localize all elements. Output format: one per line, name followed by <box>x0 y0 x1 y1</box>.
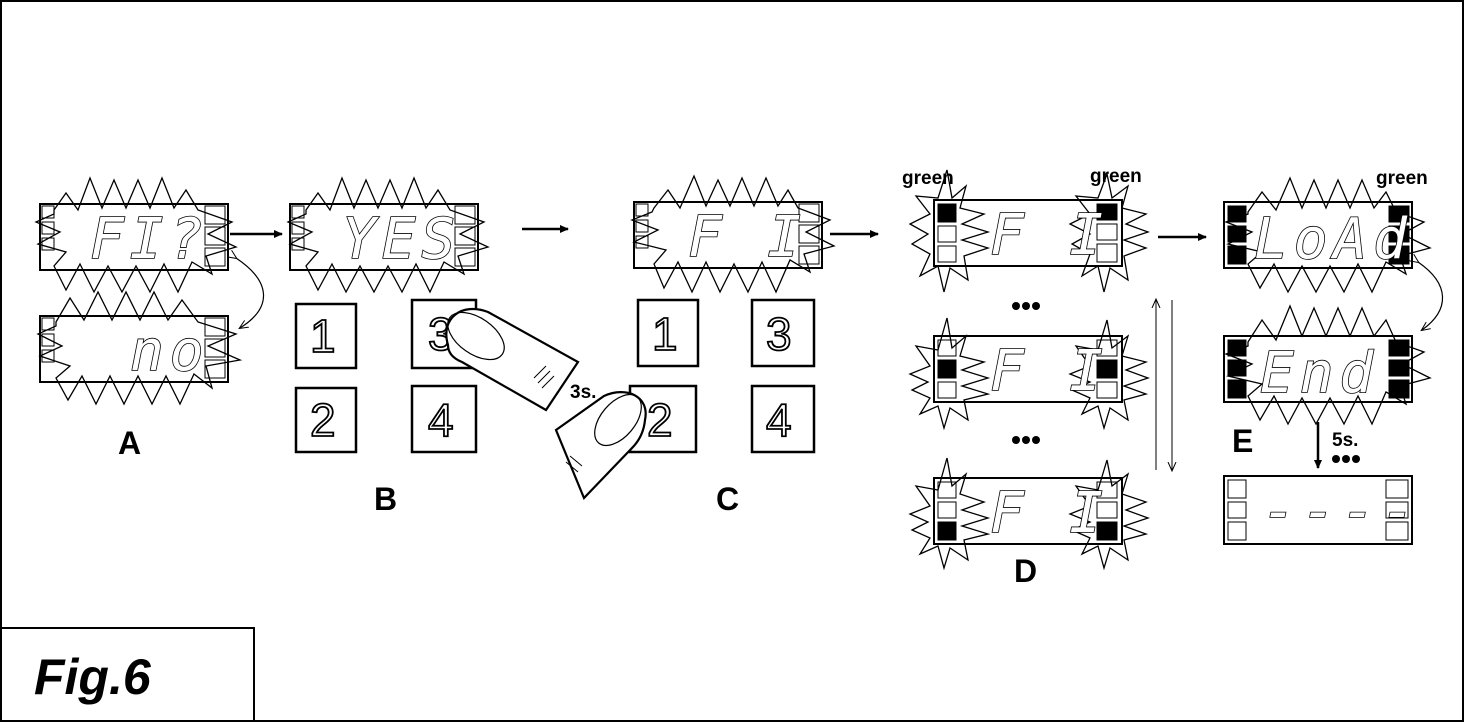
key-3-label-c: 3 <box>766 308 792 360</box>
key-4-button-c[interactable] <box>750 384 816 454</box>
display-d-top: F I <box>908 169 1150 293</box>
display-d-top-text: F I <box>990 203 1109 268</box>
display-c-text: F I <box>688 205 807 270</box>
display-d-mid-text: F I <box>990 339 1109 404</box>
key-1-button[interactable] <box>294 302 358 370</box>
step-label-b: B <box>374 481 397 517</box>
display-d-bottom-text: F I <box>990 481 1109 546</box>
key-2-button[interactable] <box>294 386 358 454</box>
display-e-bottom: End <box>1223 304 1432 426</box>
display-e-final: ---- <box>1223 475 1421 545</box>
step-label-c: C <box>716 481 739 517</box>
led-color-right-label: green <box>1090 166 1142 187</box>
key-1-button-c[interactable] <box>636 298 700 368</box>
display-a-bottom: no <box>36 290 243 406</box>
key-3-button-c[interactable] <box>750 298 816 368</box>
toggle-arrow-e <box>1418 262 1444 330</box>
display-b-text: YES <box>342 207 461 272</box>
step-label-e: E <box>1232 423 1253 459</box>
ellipsis-d-2 <box>1012 436 1040 444</box>
step-label-a: A <box>118 425 141 461</box>
key-1-label-c: 1 <box>652 308 678 360</box>
display-d-bottom: F I <box>908 457 1150 571</box>
display-e-bottom-text: End <box>1260 341 1379 406</box>
display-c: F I <box>630 174 836 294</box>
key-4-label: 4 <box>428 394 454 446</box>
finger-press-icon <box>445 307 580 412</box>
keypad-c: 1 3 2 4 <box>628 298 816 454</box>
key-2-label-c: 2 <box>647 394 673 446</box>
led-color-left-label: green <box>902 168 954 189</box>
press-time-label: 3s. <box>570 382 596 403</box>
display-e-final-text: ---- <box>1262 479 1421 544</box>
ellipsis-e <box>1332 455 1360 463</box>
display-a-top: FI? <box>34 176 238 294</box>
display-e-top-text: LoAd <box>1254 207 1413 272</box>
display-d-mid: F I <box>908 317 1150 431</box>
key-4-label-c: 4 <box>766 394 792 446</box>
ellipsis-d-1 <box>1012 302 1040 310</box>
toggle-arrow-a <box>236 258 265 328</box>
display-e-top: LoAd <box>1223 176 1432 294</box>
finger-hold-icon <box>554 391 647 500</box>
caption-box <box>1 627 255 721</box>
display-a-top-text: FI? <box>90 207 209 272</box>
key-2-label: 2 <box>310 394 336 446</box>
led-color-e-label: green <box>1376 168 1428 189</box>
figure-label: Fig.6 <box>34 649 152 705</box>
display-a-bottom-text: no <box>130 319 209 384</box>
key-1-label: 1 <box>310 310 336 362</box>
key-4-button[interactable] <box>410 384 478 454</box>
display-b: YES <box>286 176 490 294</box>
step-label-d: D <box>1014 553 1037 589</box>
wait-time-label: 5s. <box>1332 430 1358 451</box>
